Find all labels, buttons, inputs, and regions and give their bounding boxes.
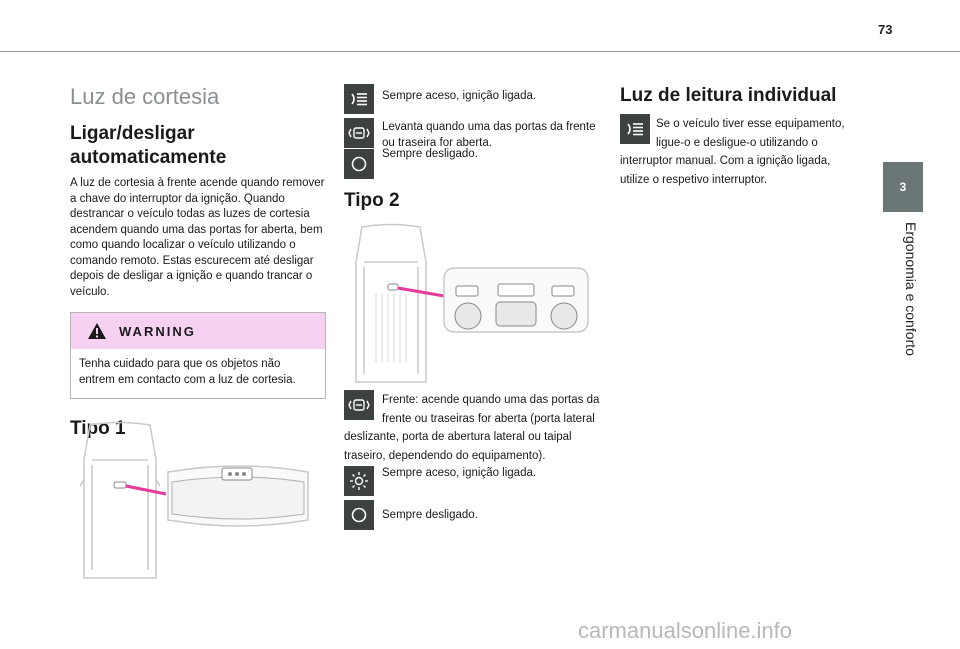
column-1: Luz de cortesia Ligar/desligar automatic… [70,84,326,441]
mode-item-off: Sempre desligado. [344,148,600,179]
subsection-title: Ligar/desligar automaticamente [70,123,227,168]
warning-title: WARNING [119,323,196,339]
reading-light-title: Luz de leitura individual [620,85,837,106]
column-2: Sempre aceso, ignição ligada. Levanta qu… [344,84,600,213]
sun-mode-text: Sempre aceso, ignição ligada. [382,467,537,479]
mode-item-off-2: Sempre desligado. [344,500,600,530]
mode-text-off: Sempre desligado. [382,148,478,160]
front-mode-block: Frente: acende quando uma das portas da … [344,390,600,464]
mode-item-door: Levanta quando uma das portas da frente … [344,118,600,151]
light-beam-icon-2 [620,114,650,144]
door-light-icon-2 [344,390,374,420]
warning-triangle-icon [88,323,106,339]
mode-item-always-on: Sempre aceso, ignição ligada. [344,84,600,116]
door-light-icon [344,118,374,148]
chapter-tab[interactable]: 3 [883,162,923,212]
mode-text-door: Levanta quando uma das portas da frente … [382,121,596,149]
warning-header: WARNING [71,313,325,349]
off-mode-text-2: Sempre desligado. [382,509,478,521]
page-number: 73 [878,22,893,37]
reading-light-block: Se o veículo tiver esse equipamento, lig… [620,114,860,188]
sun-icon [344,466,374,496]
light-beam-icon [344,84,374,114]
header-rule [0,51,960,52]
watermark: carmanualsonline.info [578,618,793,643]
circle-off-icon-2 [344,500,374,530]
column-2-lower: Frente: acende quando uma das portas da … [344,390,600,530]
warning-box: WARNING Tenha cuidado para que os objeto… [70,312,326,399]
column-3: Luz de leitura individual Se o veículo t… [620,84,860,188]
auto-paragraph: A luz de cortesia à frente acende quando… [70,177,325,298]
circle-off-icon [344,149,374,179]
section-title: Luz de cortesia [70,84,220,109]
chapter-label: Ergonomia e conforto [903,222,919,356]
tipo2-illustration [355,223,589,383]
reading-light-text: Se o veículo tiver esse equipamento, lig… [620,118,845,186]
mode-item-sun: Sempre aceso, ignição ligada. [344,466,600,496]
tipo2-title: Tipo 2 [344,190,400,211]
tipo1-illustration [80,421,309,579]
front-mode-text: Frente: acende quando uma das portas da … [344,394,600,462]
warning-text: Tenha cuidado para que os objetos não en… [79,358,296,386]
mode-text-always-on: Sempre aceso, ignição ligada. [382,90,537,102]
